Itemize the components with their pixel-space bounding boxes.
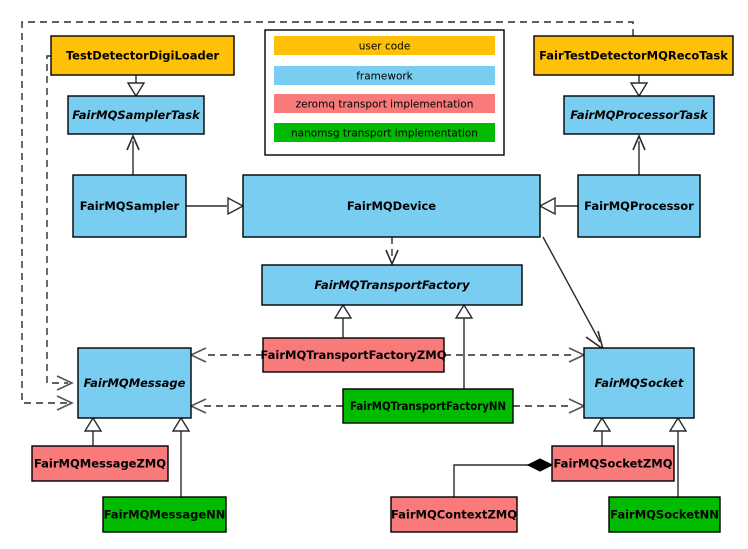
edge-socketzmq-generalizes-socket bbox=[592, 416, 612, 446]
edge-contextzmq-composes-socketzmq bbox=[453, 458, 554, 497]
edge-tfzmq-depends-message bbox=[189, 347, 263, 363]
legend-item-nanomsg: nanomsg transport implementation bbox=[274, 123, 495, 142]
class-box[interactable] bbox=[390, 496, 518, 533]
class-box[interactable] bbox=[261, 264, 523, 306]
class-node-fairmqtransportfactorynn[interactable]: FairMQTransportFactoryNN bbox=[342, 388, 514, 424]
class-node-fairmqmessage[interactable]: FairMQMessage bbox=[77, 347, 192, 419]
edge-processor-uses-processortask bbox=[632, 133, 646, 175]
class-box[interactable] bbox=[583, 347, 695, 419]
class-box[interactable] bbox=[72, 174, 187, 238]
class-node-fairmqsamplertask[interactable]: FairMQSamplerTask bbox=[67, 95, 205, 135]
class-node-fairmqsocketzmq[interactable]: FairMQSocketZMQ bbox=[551, 445, 675, 482]
class-box[interactable] bbox=[31, 445, 169, 482]
legend-swatch-nanomsg bbox=[274, 123, 495, 142]
class-box[interactable] bbox=[77, 347, 192, 419]
class-node-fairmqdevice[interactable]: FairMQDevice bbox=[242, 174, 541, 238]
class-node-fairmqprocessor[interactable]: FairMQProcessor bbox=[577, 174, 701, 238]
edge-tfnn-depends-socket bbox=[513, 398, 586, 414]
class-box[interactable] bbox=[563, 95, 715, 135]
edge-digiloader-generalizes-samplertask bbox=[126, 75, 146, 98]
class-box[interactable] bbox=[67, 95, 205, 135]
legend-swatch-zeromq bbox=[274, 94, 495, 113]
class-box[interactable] bbox=[262, 337, 445, 373]
class-node-fairmqsampler[interactable]: FairMQSampler bbox=[72, 174, 187, 238]
class-node-fairmqmessagenn[interactable]: FairMQMessageNN bbox=[102, 496, 227, 533]
edge-tfzmq-generalizes-tf bbox=[333, 303, 353, 338]
class-node-fairmqsocket[interactable]: FairMQSocket bbox=[583, 347, 695, 419]
edge-messagezmq-generalizes-message bbox=[83, 416, 103, 446]
class-node-fairtestdetectormqrecotask[interactable]: FairTestDetectorMQRecoTask bbox=[533, 35, 734, 76]
edge-tfzmq-depends-socket bbox=[444, 347, 586, 363]
class-box[interactable] bbox=[342, 388, 514, 424]
edge-device-uses-socket bbox=[542, 236, 605, 351]
legend-item-zeromq: zeromq transport implementation bbox=[274, 94, 495, 113]
edge-processor-generalizes-device bbox=[538, 196, 578, 216]
edge-digiloader-to-message bbox=[46, 55, 74, 391]
edge-tfnn-generalizes-tf bbox=[454, 303, 474, 389]
class-node-testdetectordigiloader[interactable]: TestDetectorDigiLoader bbox=[50, 35, 235, 76]
class-node-fairmqtransportfactory[interactable]: FairMQTransportFactory bbox=[261, 264, 523, 306]
class-node-fairmqcontextzmq[interactable]: FairMQContextZMQ bbox=[390, 496, 518, 533]
edge-device-depends-transportfactory bbox=[385, 237, 399, 267]
edge-messagenn-generalizes-message bbox=[171, 416, 191, 497]
class-box[interactable] bbox=[50, 35, 235, 76]
edge-socketnn-generalizes-socket bbox=[668, 416, 688, 497]
legend: user code framework zeromq transport imp… bbox=[264, 29, 505, 156]
edge-sampler-uses-samplertask bbox=[126, 133, 140, 175]
class-node-fairmqtransportfactoryzmq[interactable]: FairMQTransportFactoryZMQ bbox=[260, 337, 447, 373]
edge-layer bbox=[21, 21, 688, 497]
class-node-fairmqmessagezmq[interactable]: FairMQMessageZMQ bbox=[31, 445, 169, 482]
class-box[interactable] bbox=[608, 496, 721, 533]
edge-recotask-generalizes-processortask bbox=[629, 75, 649, 98]
class-box[interactable] bbox=[577, 174, 701, 238]
class-box[interactable] bbox=[102, 496, 227, 533]
class-node-fairmqprocessortask[interactable]: FairMQProcessorTask bbox=[563, 95, 715, 135]
legend-item-user-code: user code bbox=[274, 36, 495, 55]
edge-tfnn-depends-message bbox=[189, 398, 343, 414]
edge-sampler-generalizes-device bbox=[186, 196, 245, 216]
legend-swatch-user-code bbox=[274, 36, 495, 55]
edge-recotask-to-message bbox=[21, 21, 634, 411]
class-box[interactable] bbox=[242, 174, 541, 238]
legend-item-framework: framework bbox=[274, 66, 495, 85]
class-box[interactable] bbox=[551, 445, 675, 482]
class-node-fairmqsocketnn[interactable]: FairMQSocketNN bbox=[608, 496, 721, 533]
class-box[interactable] bbox=[533, 35, 734, 76]
legend-swatch-framework bbox=[274, 66, 495, 85]
